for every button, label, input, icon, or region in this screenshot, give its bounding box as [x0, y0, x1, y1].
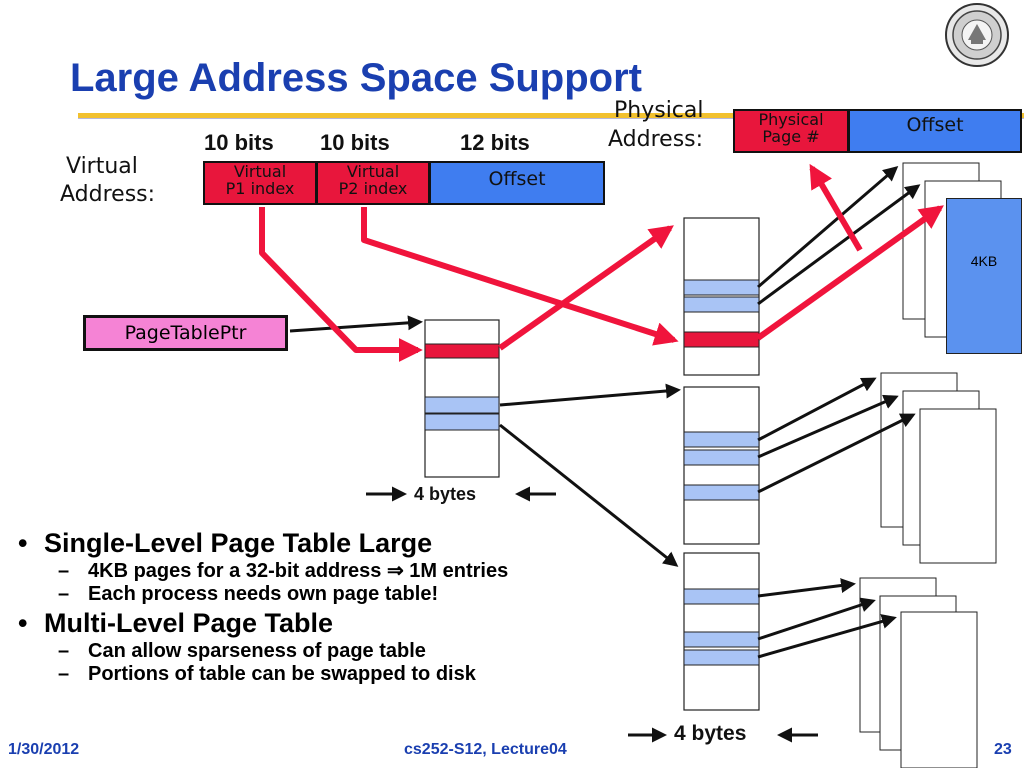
index-arrows [259, 163, 944, 362]
physical-page-stack-3 [859, 577, 978, 768]
pointer-arrows [289, 166, 921, 659]
dash-icon: – [58, 583, 70, 605]
sub-bullet-item: –Each process needs own page table! [58, 583, 439, 605]
level2-page-table-3 [683, 552, 760, 711]
bits-label-p1: 10 bits [204, 130, 274, 155]
physical-address-label-line1: Physical [614, 98, 704, 123]
entry-size-indicators [366, 486, 818, 743]
entry-size-label-2: 4 bytes [674, 722, 747, 745]
physical-page-stack-2 [880, 372, 997, 564]
physical-offset-field: Offset [848, 109, 1022, 153]
title-underline [78, 113, 1024, 118]
footer-page-number: 23 [994, 741, 1012, 758]
virtual-p1-index-field: Virtual P1 index [203, 161, 317, 205]
dash-icon: – [58, 640, 70, 662]
slide-title: Large Address Space Support [70, 56, 642, 100]
bits-label-p2: 10 bits [320, 130, 390, 155]
physical-page-number-field: Physical Page # [733, 109, 849, 153]
dash-icon: – [58, 663, 70, 685]
entry-size-label-1: 4 bytes [414, 484, 477, 504]
university-seal-logo [945, 3, 1009, 67]
sub-bullet-item: –Can allow sparseness of page table [58, 640, 426, 662]
bullet-item: •Multi-Level Page Table [18, 608, 334, 638]
dash-icon: – [58, 560, 70, 582]
bullet-dot-icon: • [18, 608, 28, 638]
level2-page-table-1 [683, 217, 760, 376]
bullet-list: •Single-Level Page Table Large –4KB page… [18, 526, 658, 686]
page-table-ptr-box: PageTablePtr [83, 315, 288, 351]
sub-bullet-item: –Portions of table can be swapped to dis… [58, 663, 476, 685]
footer-course: cs252-S12, Lecture04 [404, 741, 567, 758]
level2-page-table-2 [683, 386, 760, 545]
level1-page-table [424, 319, 500, 478]
footer-date: 1/30/2012 [8, 741, 80, 758]
bits-label-offset: 12 bits [460, 130, 530, 155]
virtual-offset-field: Offset [429, 161, 605, 205]
sub-bullet-item: –4KB pages for a 32-bit address ⇒ 1M ent… [58, 560, 509, 582]
title-underline-shadow [78, 118, 1024, 119]
bullet-item: •Single-Level Page Table Large [18, 528, 433, 558]
physical-page-4kb: 4KB [946, 198, 1022, 354]
physical-address-label-line2: Address: [608, 127, 704, 152]
virtual-p2-index-field: Virtual P2 index [316, 161, 430, 205]
bullet-dot-icon: • [18, 528, 28, 558]
virtual-address-label-line1: Virtual [66, 154, 138, 179]
virtual-address-label-line2: Address: [60, 182, 156, 207]
